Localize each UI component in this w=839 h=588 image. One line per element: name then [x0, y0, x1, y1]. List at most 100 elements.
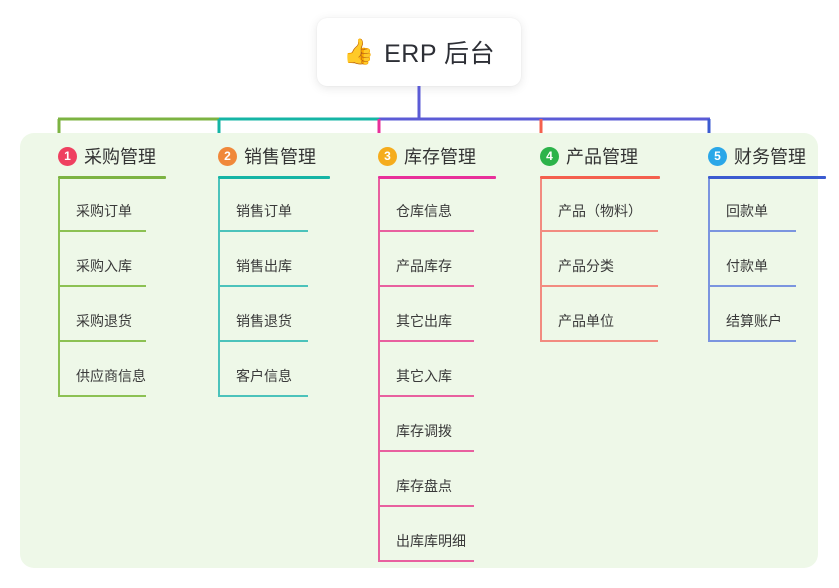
branch-spine: [58, 179, 60, 396]
leaf-label: 其它入库: [396, 368, 452, 384]
leaf-item[interactable]: 其它入库: [360, 344, 496, 399]
leaf-label: 仓库信息: [396, 203, 452, 219]
category-header-4[interactable]: 4 产品管理: [522, 143, 660, 169]
leaf-item[interactable]: 出库库明细: [360, 509, 496, 564]
leaf-underline: [708, 230, 796, 232]
category-title: 产品管理: [566, 147, 638, 167]
leaf-label: 采购入库: [76, 258, 132, 274]
category-title: 采购管理: [84, 147, 156, 167]
leaf-underline: [540, 230, 658, 232]
leaf-underline: [58, 285, 146, 287]
leaf-item[interactable]: 采购订单: [40, 179, 166, 234]
leaf-label: 销售出库: [236, 258, 292, 274]
category-title: 库存管理: [404, 147, 476, 167]
category-underline: [708, 176, 826, 179]
leaf-underline: [218, 340, 308, 342]
branch-spine: [218, 179, 220, 396]
category-underline: [378, 176, 496, 179]
leaf-underline: [218, 230, 308, 232]
leaf-label: 结算账户: [726, 313, 782, 329]
leaf-item[interactable]: 供应商信息: [40, 344, 166, 399]
leaf-list: 销售订单销售出库销售退货客户信息: [200, 179, 330, 399]
leaf-item[interactable]: 结算账户: [690, 289, 826, 344]
category-header-1[interactable]: 1 采购管理: [40, 143, 166, 169]
category-header-2[interactable]: 2 销售管理: [200, 143, 330, 169]
leaf-item[interactable]: 采购入库: [40, 234, 166, 289]
category-number-badge: 4: [540, 146, 559, 166]
leaf-label: 回款单: [726, 203, 768, 219]
leaf-item[interactable]: 付款单: [690, 234, 826, 289]
leaf-list: 采购订单采购入库采购退货供应商信息: [40, 179, 166, 399]
leaf-item[interactable]: 产品（物料）: [522, 179, 660, 234]
leaf-underline: [378, 505, 474, 507]
leaf-underline: [540, 285, 658, 287]
leaf-label: 产品单位: [558, 313, 614, 329]
leaf-item[interactable]: 产品分类: [522, 234, 660, 289]
branch-spine: [378, 179, 380, 561]
leaf-label: 产品分类: [558, 258, 614, 274]
leaf-label: 库存调拨: [396, 423, 452, 439]
category-number-badge: 1: [58, 146, 77, 166]
leaf-list: 回款单付款单结算账户: [690, 179, 826, 344]
leaf-list: 产品（物料） 产品分类产品单位: [522, 179, 660, 344]
leaf-label: 产品（物料）: [558, 203, 642, 219]
category-title: 财务管理: [734, 147, 806, 167]
leaf-item[interactable]: 采购退货: [40, 289, 166, 344]
thumbs-up-icon: 👍: [342, 37, 375, 66]
leaf-label: 其它出库: [396, 313, 452, 329]
leaf-label: 出库库明细: [396, 533, 466, 549]
leaf-item[interactable]: 其它出库: [360, 289, 496, 344]
leaf-label: 库存盘点: [396, 478, 452, 494]
leaf-list: 仓库信息产品库存其它出库其它入库库存调拨库存盘点出库库明细: [360, 179, 496, 564]
root-node[interactable]: 👍 ERP 后台: [317, 18, 521, 86]
leaf-underline: [58, 395, 146, 397]
category-column-1: 1 采购管理采购订单采购入库采购退货供应商信息: [40, 143, 166, 399]
leaf-item[interactable]: 产品库存: [360, 234, 496, 289]
category-underline: [218, 176, 330, 179]
leaf-underline: [378, 450, 474, 452]
category-column-3: 3 库存管理仓库信息产品库存其它出库其它入库库存调拨库存盘点出库库明细: [360, 143, 496, 564]
category-underline: [540, 176, 660, 179]
leaf-underline: [708, 285, 796, 287]
leaf-item[interactable]: 产品单位: [522, 289, 660, 344]
leaf-underline: [378, 230, 474, 232]
category-title: 销售管理: [244, 147, 316, 167]
leaf-label: 供应商信息: [76, 368, 146, 384]
leaf-item[interactable]: 客户信息: [200, 344, 330, 399]
leaf-underline: [378, 560, 474, 562]
category-column-4: 4 产品管理产品（物料） 产品分类产品单位: [522, 143, 660, 344]
leaf-underline: [58, 340, 146, 342]
leaf-item[interactable]: 销售出库: [200, 234, 330, 289]
leaf-underline: [378, 340, 474, 342]
leaf-item[interactable]: 库存调拨: [360, 399, 496, 454]
leaf-underline: [218, 395, 308, 397]
leaf-item[interactable]: 销售订单: [200, 179, 330, 234]
diagram-panel: [20, 133, 818, 568]
category-number-badge: 3: [378, 146, 397, 166]
leaf-label: 采购退货: [76, 313, 132, 329]
category-header-3[interactable]: 3 库存管理: [360, 143, 496, 169]
leaf-underline: [218, 285, 308, 287]
leaf-underline: [540, 340, 658, 342]
leaf-label: 采购订单: [76, 203, 132, 219]
category-underline: [58, 176, 166, 179]
root-title: ERP 后台: [384, 40, 496, 68]
leaf-label: 销售订单: [236, 203, 292, 219]
branch-spine: [540, 179, 542, 341]
leaf-item[interactable]: 销售退货: [200, 289, 330, 344]
leaf-underline: [378, 395, 474, 397]
leaf-label: 销售退货: [236, 313, 292, 329]
category-column-5: 5 财务管理回款单付款单结算账户: [690, 143, 826, 344]
leaf-underline: [58, 230, 146, 232]
leaf-item[interactable]: 回款单: [690, 179, 826, 234]
leaf-label: 付款单: [726, 258, 768, 274]
category-number-badge: 5: [708, 146, 727, 166]
branch-spine: [708, 179, 710, 341]
leaf-item[interactable]: 仓库信息: [360, 179, 496, 234]
leaf-label: 产品库存: [396, 258, 452, 274]
category-column-2: 2 销售管理销售订单销售出库销售退货客户信息: [200, 143, 330, 399]
category-header-5[interactable]: 5 财务管理: [690, 143, 826, 169]
leaf-label: 客户信息: [236, 368, 292, 384]
category-number-badge: 2: [218, 146, 237, 166]
leaf-item[interactable]: 库存盘点: [360, 454, 496, 509]
